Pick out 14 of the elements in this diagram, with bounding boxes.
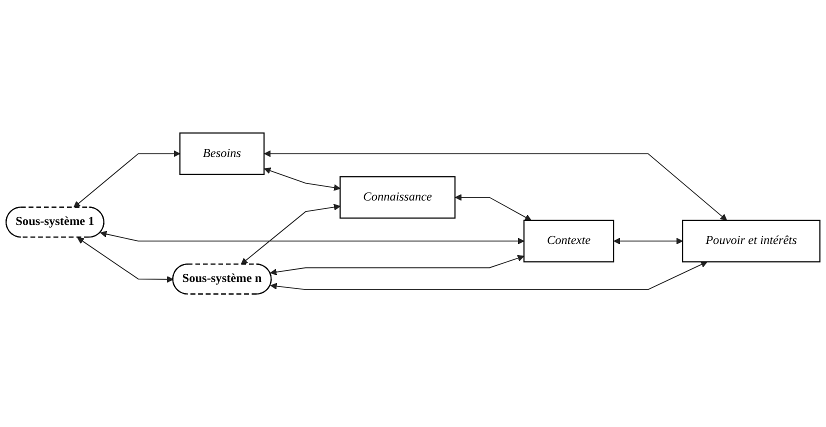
arrow <box>264 168 340 191</box>
arrow <box>270 261 708 290</box>
arrow <box>100 230 524 244</box>
arrow <box>264 150 728 221</box>
node-box: Besoins <box>179 132 265 175</box>
arrow <box>454 194 532 221</box>
node-box: Contexte <box>523 220 614 262</box>
arrow <box>240 204 340 265</box>
arrow <box>77 237 174 283</box>
arrow <box>270 254 524 276</box>
arrow <box>74 150 180 208</box>
node-box: Pouvoir et intérêts <box>682 220 820 262</box>
arrow <box>614 238 683 244</box>
node-box: Connaissance <box>340 176 456 219</box>
